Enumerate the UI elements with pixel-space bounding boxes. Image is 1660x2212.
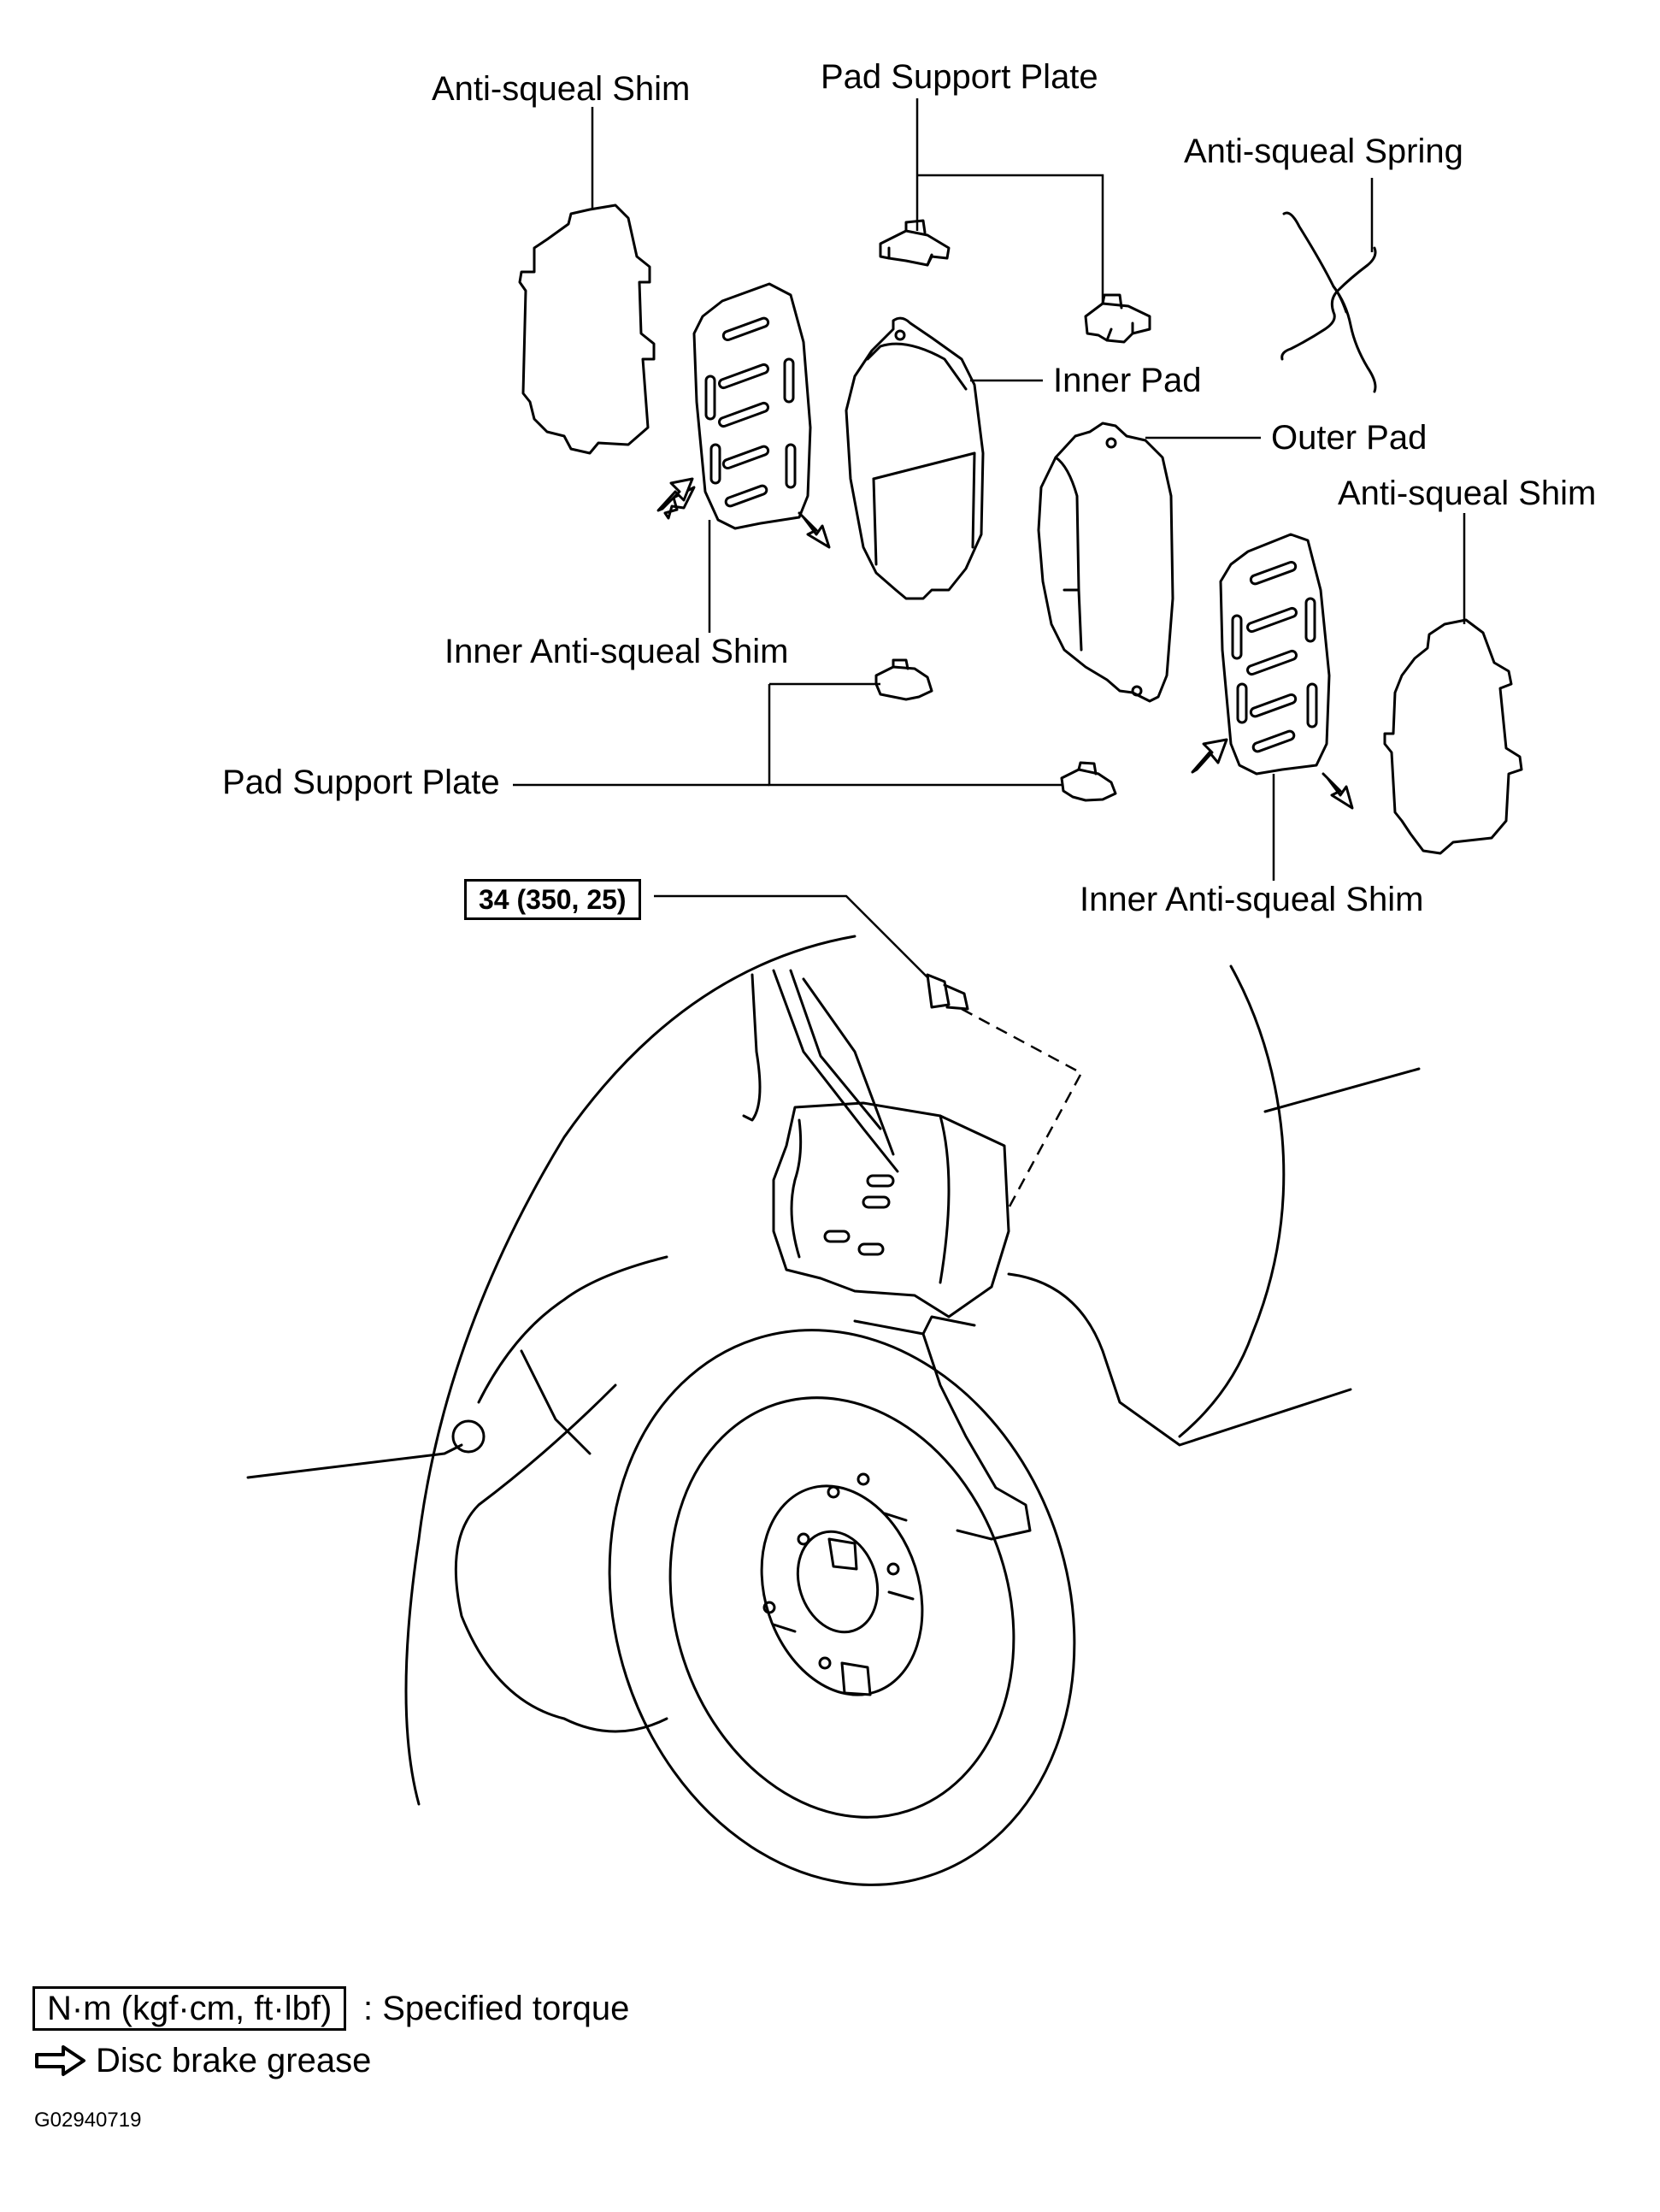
label-anti-squeal-shim-left: Anti-squeal Shim — [432, 70, 691, 108]
anti-squeal-shim-left — [518, 204, 656, 455]
label-inner-pad: Inner Pad — [1053, 362, 1202, 399]
pad-support-plate-upper-1 — [879, 219, 951, 267]
figure-code: G02940719 — [34, 2109, 142, 2132]
pad-support-plate-lower-2 — [1060, 761, 1117, 802]
inner-anti-squeal-shim-right — [1219, 533, 1331, 776]
anti-squeal-spring — [1280, 211, 1377, 393]
torque-spec-box: 34 (350, 25) — [464, 879, 641, 920]
anti-squeal-shim-right — [1383, 618, 1523, 855]
grease-arrow-icon — [35, 2045, 85, 2076]
outer-pad — [1037, 422, 1174, 703]
label-outer-pad: Outer Pad — [1271, 419, 1427, 457]
inner-pad — [845, 316, 985, 600]
pad-support-plate-lower-1 — [874, 658, 933, 701]
label-pad-support-plate-bottom: Pad Support Plate — [222, 764, 500, 801]
wheel-studs — [762, 1472, 915, 1696]
legend-torque-units-box: N·m (kgf·cm, ft·lbf) — [32, 1986, 347, 2031]
label-inner-anti-squeal-shim-left: Inner Anti-squeal Shim — [444, 633, 789, 670]
leader-lines — [513, 98, 1466, 1241]
legend-torque-desc: : Specified torque — [363, 1990, 630, 2027]
legend-grease-desc: Disc brake grease — [96, 2042, 372, 2079]
label-pad-support-plate-top: Pad Support Plate — [821, 58, 1098, 96]
inner-anti-squeal-shim-left — [692, 282, 812, 530]
brake-assembly — [246, 935, 1421, 1886]
pad-support-plate-upper-2 — [1084, 293, 1151, 344]
label-anti-squeal-shim-right: Anti-squeal Shim — [1338, 475, 1597, 512]
label-anti-squeal-spring: Anti-squeal Spring — [1184, 133, 1463, 170]
grease-arrow-icon — [656, 477, 1354, 810]
label-inner-anti-squeal-shim-right: Inner Anti-squeal Shim — [1080, 881, 1424, 918]
